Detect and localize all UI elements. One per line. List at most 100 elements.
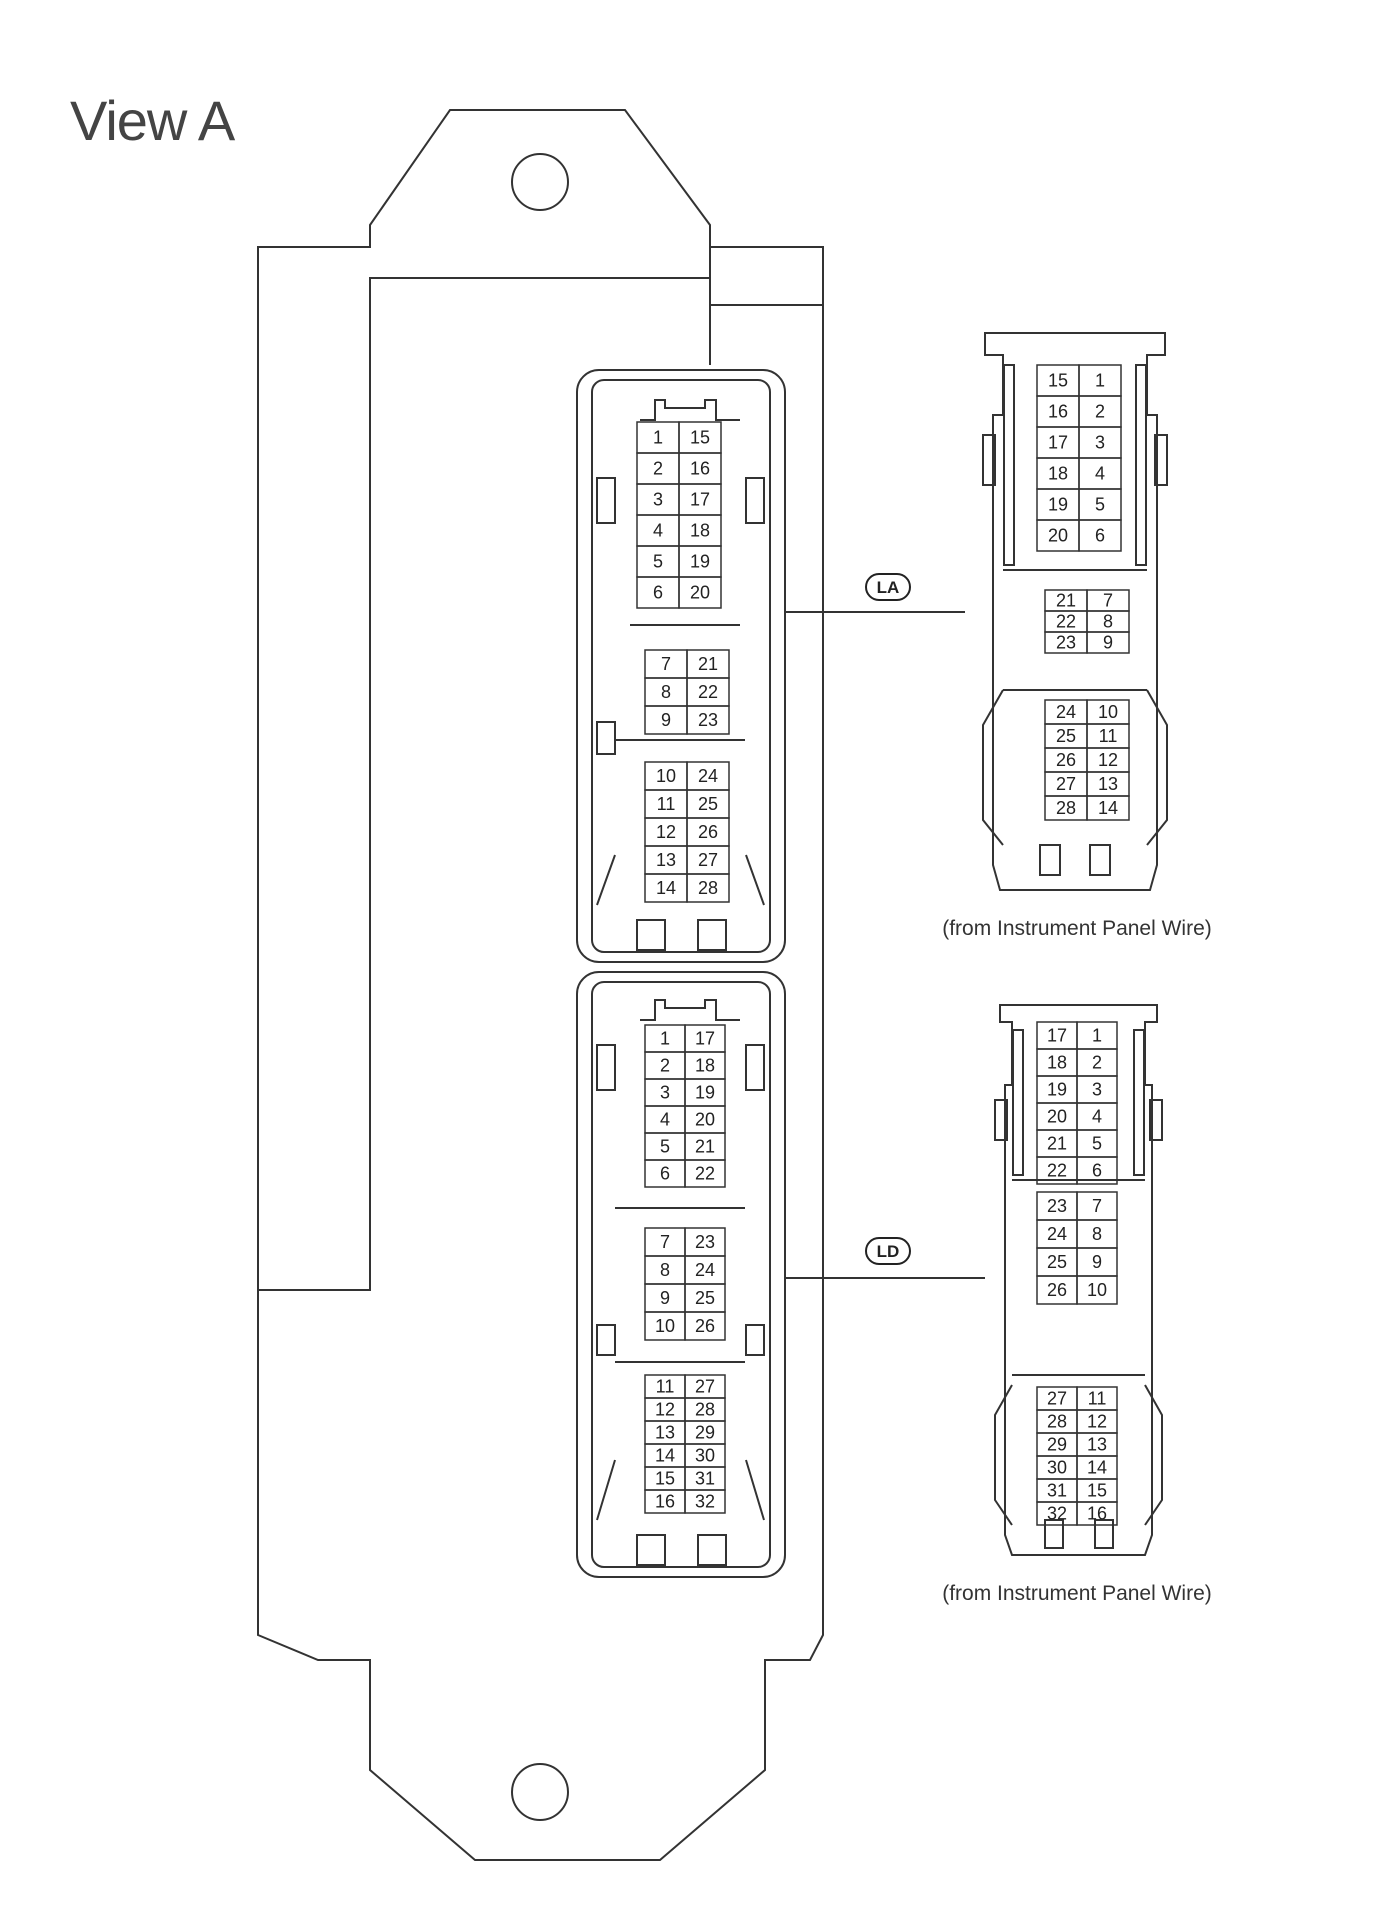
connector-label-la-text: LA	[877, 578, 900, 597]
pin-number: 2	[1092, 1053, 1102, 1073]
pin-cell	[684, 1311, 726, 1341]
pin-number: 20	[1048, 526, 1068, 546]
pin-number: 20	[695, 1110, 715, 1130]
pin-number: 4	[653, 521, 663, 541]
pin-number: 24	[695, 1260, 715, 1280]
pin-number: 10	[1087, 1280, 1107, 1300]
pin-number: 5	[653, 552, 663, 572]
pin-number: 31	[695, 1469, 715, 1489]
pin-number: 26	[1047, 1280, 1067, 1300]
pin-number: 15	[1048, 371, 1068, 391]
pin-number: 11	[656, 1377, 675, 1397]
pin-number: 29	[1047, 1435, 1067, 1455]
connector-label-ld: LD	[865, 1237, 911, 1265]
socket-la	[576, 369, 786, 963]
pin-number: 3	[660, 1083, 670, 1103]
pin-number: 19	[1048, 495, 1068, 515]
pin-cell	[1078, 519, 1122, 552]
pin-number: 24	[1056, 702, 1076, 722]
pin-cell	[678, 576, 722, 609]
pin-number: 8	[661, 682, 671, 702]
pin-number: 9	[661, 710, 671, 730]
pin-number: 18	[1048, 464, 1068, 484]
mounting-hole-bottom	[511, 1763, 569, 1821]
pin-number: 26	[1056, 750, 1076, 770]
pin-number: 30	[1047, 1458, 1067, 1478]
pin-number: 28	[1056, 798, 1076, 818]
pin-number: 13	[656, 850, 676, 870]
pin-number: 18	[1047, 1053, 1067, 1073]
pin-number: 11	[657, 794, 676, 814]
pin-number: 31	[1047, 1481, 1067, 1501]
pin-number: 20	[690, 583, 710, 603]
pin-number: 16	[655, 1492, 675, 1512]
pin-number: 27	[1047, 1389, 1067, 1409]
pin-number: 7	[660, 1232, 670, 1252]
ecu-pin-block-ld-2: 7 23 8 24 9 25 10 26	[644, 1227, 726, 1341]
pin-cell	[686, 705, 730, 735]
pin-number: 1	[660, 1029, 670, 1049]
pin-number: 15	[655, 1469, 675, 1489]
pin-number: 18	[695, 1056, 715, 1076]
pin-number: 5	[1095, 495, 1105, 515]
pin-number: 14	[655, 1446, 675, 1466]
connector-label-ld-text: LD	[877, 1242, 900, 1261]
pin-number: 5	[1092, 1134, 1102, 1154]
pin-number: 28	[698, 878, 718, 898]
pin-number: 6	[660, 1164, 670, 1184]
pin-number: 29	[695, 1423, 715, 1443]
pin-number: 6	[1092, 1161, 1102, 1181]
pin-number: 22	[695, 1164, 715, 1184]
pin-number: 15	[1087, 1481, 1107, 1501]
pin-number: 8	[660, 1260, 670, 1280]
pin-number: 22	[1047, 1161, 1067, 1181]
pin-number: 10	[1098, 702, 1118, 722]
pin-number: 25	[695, 1288, 715, 1308]
pin-number: 3	[653, 490, 663, 510]
pin-number: 19	[690, 552, 710, 572]
pin-number: 16	[690, 459, 710, 479]
pin-number: 32	[695, 1492, 715, 1512]
pin-number: 5	[660, 1137, 670, 1157]
pin-number: 25	[1047, 1252, 1067, 1272]
pin-number: 7	[661, 654, 671, 674]
pin-number: 4	[660, 1110, 670, 1130]
view-title: View A	[70, 89, 235, 152]
mounting-hole-top	[511, 153, 569, 211]
pin-number: 1	[1092, 1026, 1102, 1046]
pin-number: 13	[1098, 774, 1118, 794]
pin-number: 24	[1047, 1224, 1067, 1244]
pin-number: 9	[1103, 633, 1113, 653]
housing-left-panel	[257, 247, 710, 1291]
pin-cell	[1076, 1156, 1118, 1185]
pin-number: 12	[656, 822, 676, 842]
connector-label-la: LA	[865, 573, 911, 601]
pin-number: 26	[695, 1316, 715, 1336]
pin-number: 27	[698, 850, 718, 870]
pin-number: 8	[1092, 1224, 1102, 1244]
pin-cell	[686, 873, 730, 903]
pin-number: 23	[695, 1232, 715, 1252]
pin-number: 30	[695, 1446, 715, 1466]
pin-number: 1	[653, 428, 663, 448]
pin-number: 9	[660, 1288, 670, 1308]
pin-number: 20	[1047, 1107, 1067, 1127]
pin-cell	[1076, 1501, 1118, 1526]
caption-la: (from Instrument Panel Wire)	[942, 917, 1212, 940]
pin-number: 12	[655, 1400, 675, 1420]
pin-number: 21	[1056, 591, 1076, 611]
caption-ld: (from Instrument Panel Wire)	[942, 1582, 1212, 1605]
pin-number: 6	[1095, 526, 1105, 546]
pin-number: 10	[655, 1316, 675, 1336]
pin-number: 16	[1048, 402, 1068, 422]
